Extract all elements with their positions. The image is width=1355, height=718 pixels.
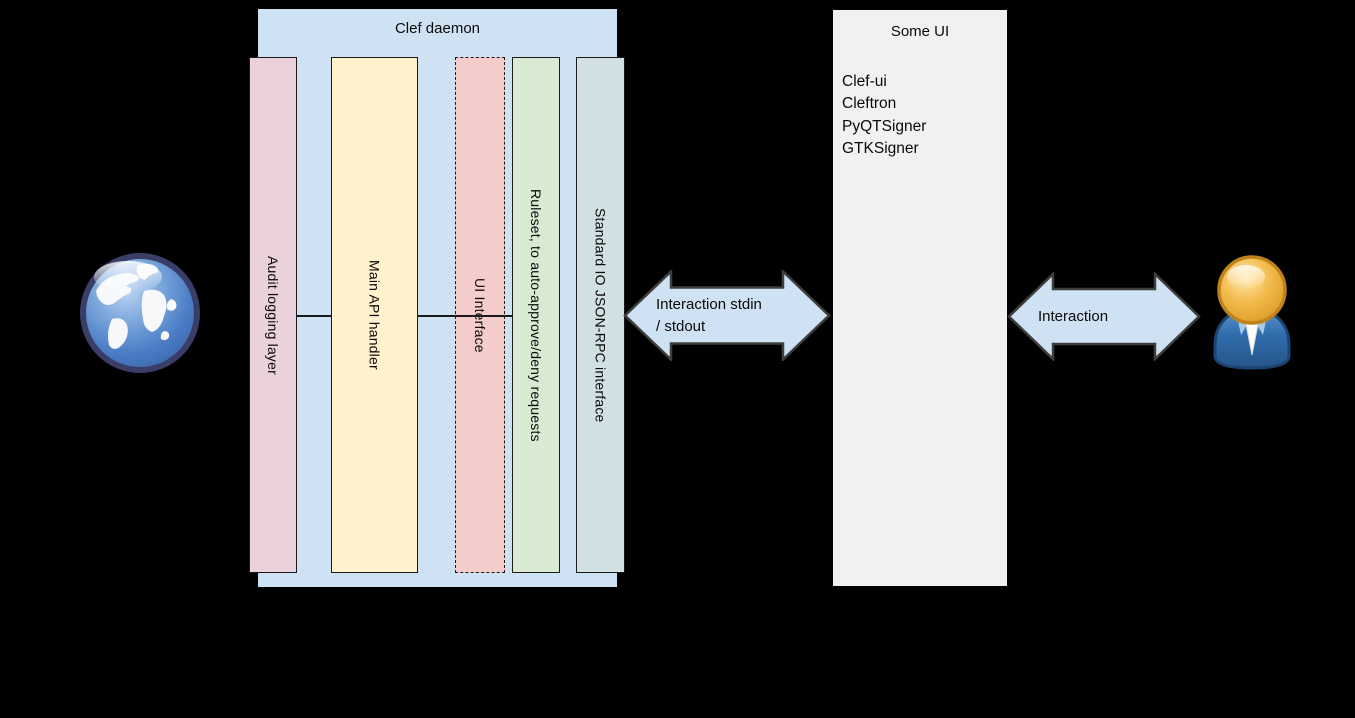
stdio-arrow: Interaction stdin / stdout [623,270,831,361]
list-item: Cleftron [842,95,897,113]
stdio-arrow-label: Interaction stdin / stdout [656,294,762,338]
stdio-arrow-label-line1: Interaction stdin [656,296,762,313]
layer-audit-logging-label: Audit logging layer [265,255,281,375]
list-item: Clef-ui [842,73,887,90]
some-ui-title: Some UI [890,23,950,40]
stdio-arrow-label-line2: / stdout [656,318,706,335]
some-ui-box: Some UI Clef-ui Cleftron PyQTSigner GTKS… [832,9,1008,587]
stdio-arrow-shape [623,270,831,361]
layer-ui-interface-label: UI Interface [472,277,488,353]
list-item: PyQTSigner [842,117,927,135]
globe-icon [80,253,200,373]
layer-stdio-json-rpc: Standard IO JSON-RPC interface [576,57,625,573]
interaction-arrow-shape [1007,272,1201,361]
clef-daemon-title: Clef daemon [394,20,481,37]
interaction-arrow-label: Interaction [1038,307,1109,325]
some-ui-item-list: Clef-ui Cleftron PyQTSigner GTKSigner [842,71,926,161]
connector-line [417,315,513,317]
interaction-arrow: Interaction [1007,272,1201,361]
layer-audit-logging: Audit logging layer [249,57,297,573]
layer-main-api-handler: Main API handler [331,57,418,573]
layer-stdio-json-rpc-label: Standard IO JSON-RPC interface [592,207,609,423]
connector-line [297,315,332,317]
layer-ruleset-label: Ruleset, to auto-approve/deny requests [528,188,544,442]
person-icon [1213,255,1291,370]
clef-daemon-box: Clef daemon [258,9,617,587]
list-item: GTKSigner [842,140,919,158]
layer-ruleset: Ruleset, to auto-approve/deny requests [512,57,560,573]
layer-main-api-handler-label: Main API handler [366,260,383,370]
